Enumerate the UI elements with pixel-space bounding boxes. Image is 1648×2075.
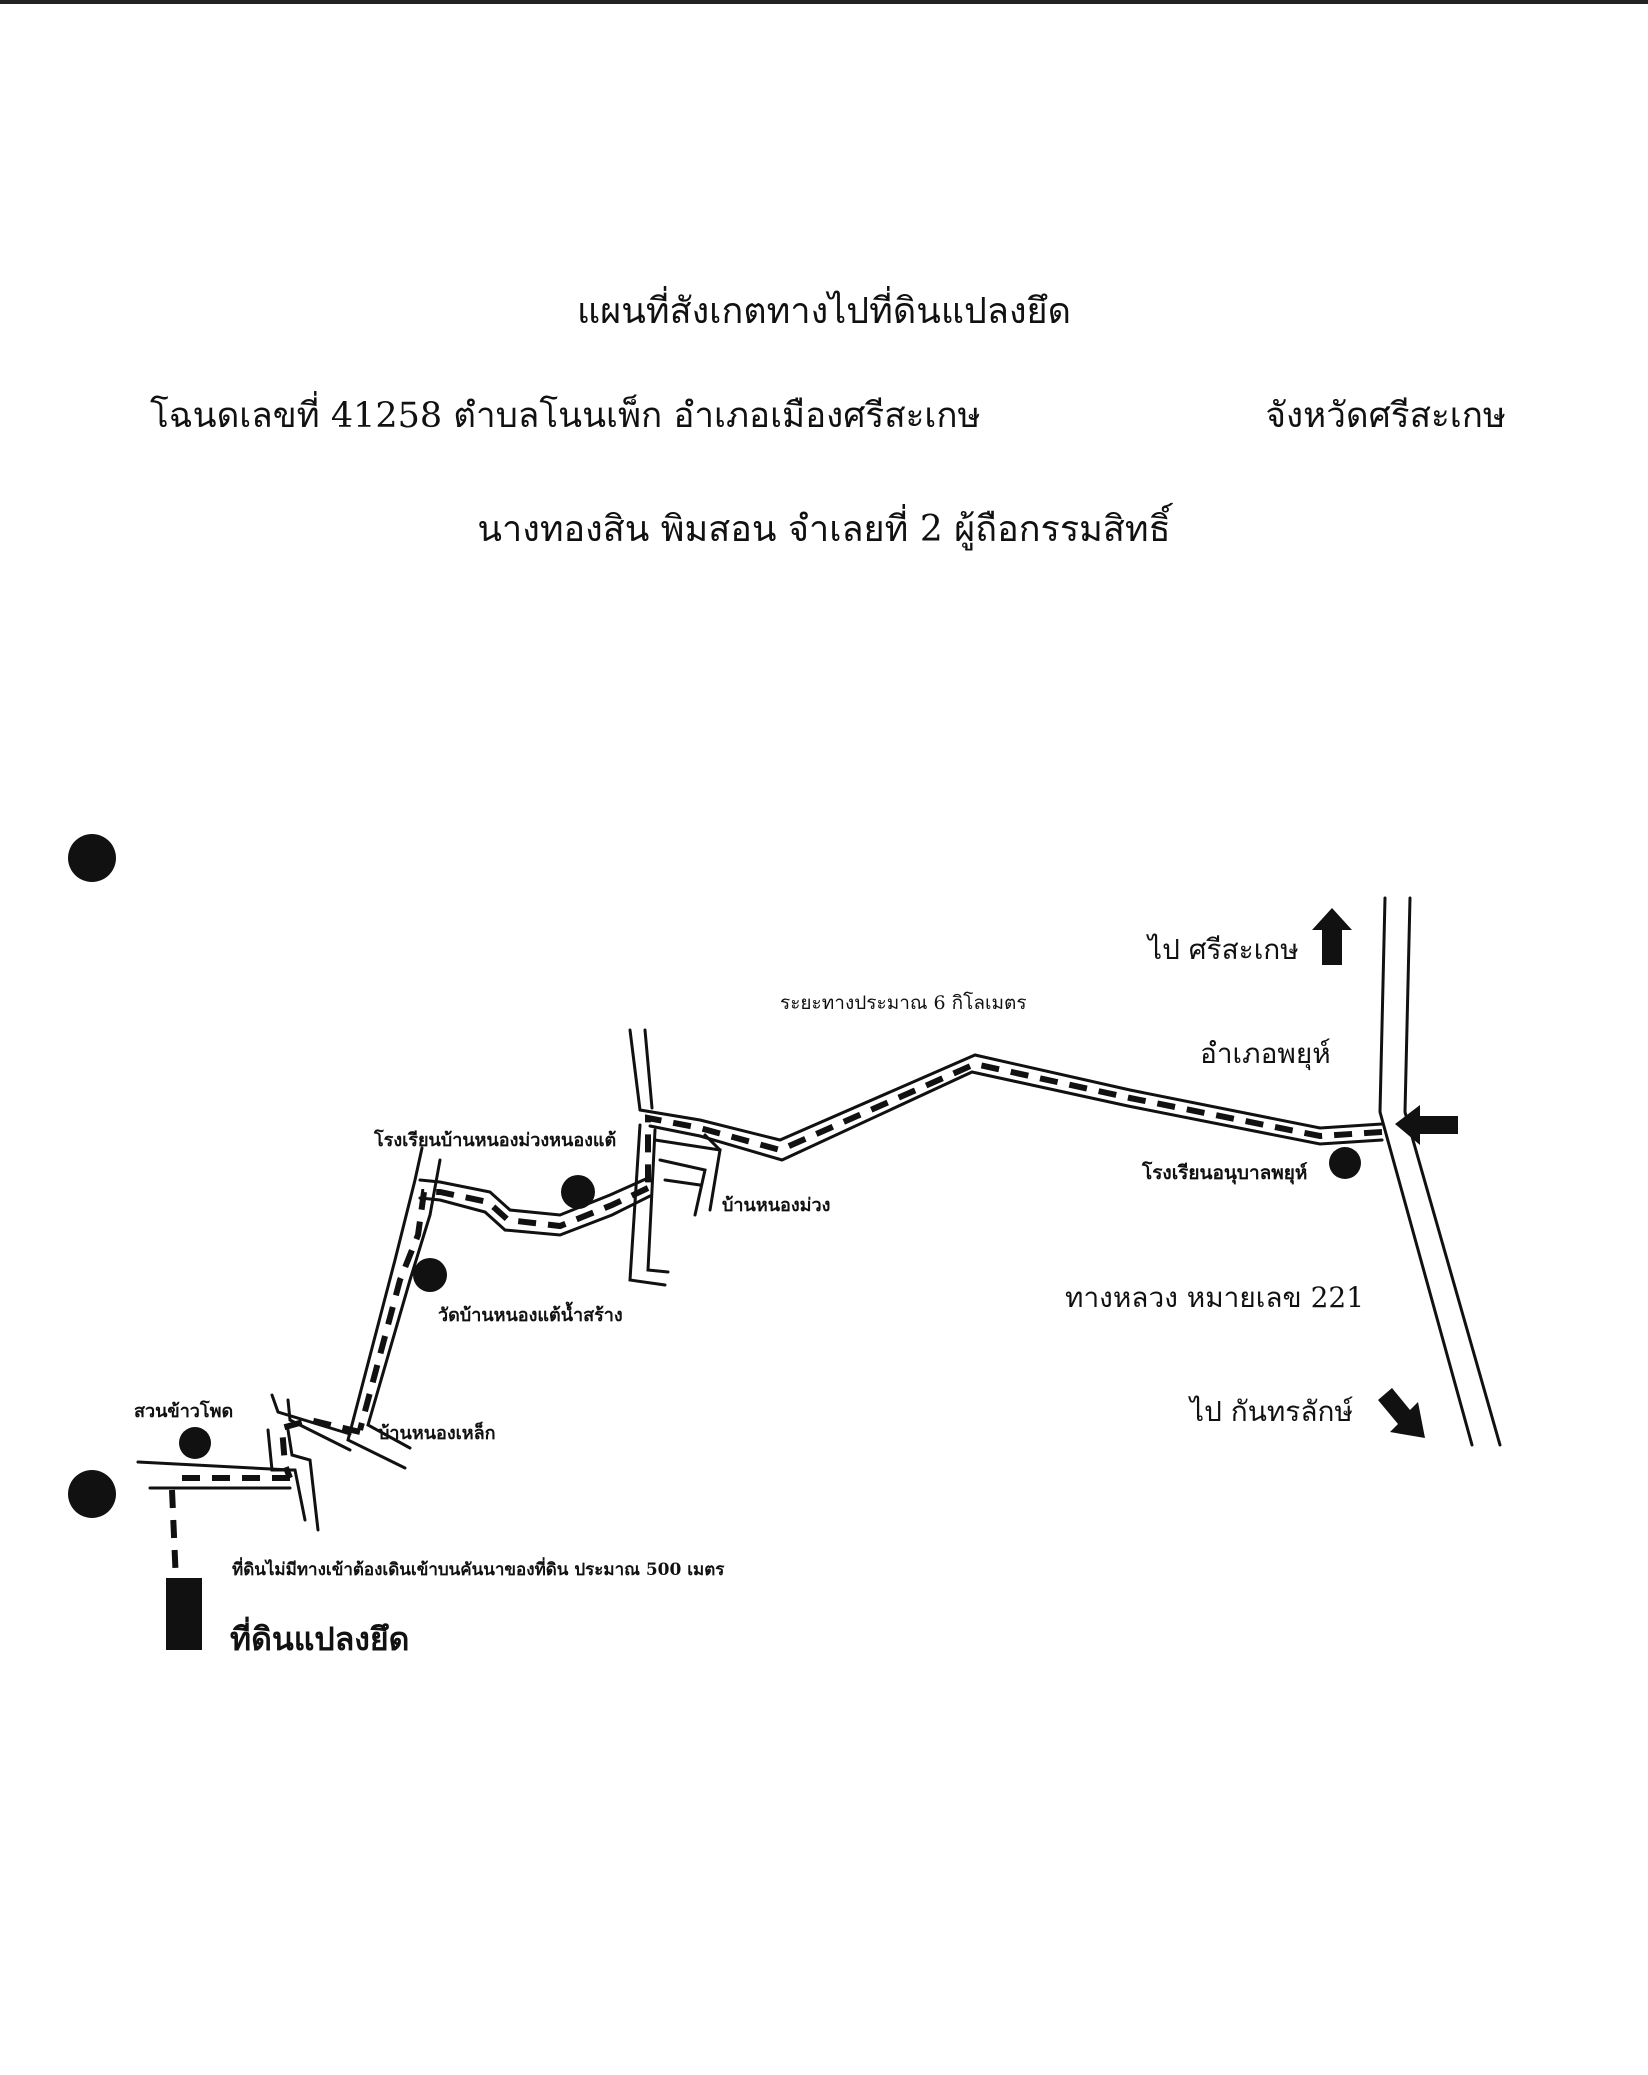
- arrow-up-to-sisaket: [1312, 908, 1352, 965]
- page-top-border: [0, 0, 1648, 4]
- label-amphoe-phayu: อำเภอพยุห์: [1200, 1037, 1331, 1070]
- label-to-sisaket: ไป ศรีสะเกษ: [1148, 933, 1299, 966]
- label-wat-nong-tae: วัดบ้านหนองแต้น้ำสร้าง: [438, 1305, 623, 1326]
- label-ban-nong-lek: บ้านหนองเหล็ก: [378, 1423, 496, 1444]
- punch-hole-bottom: [68, 1470, 116, 1518]
- label-corn-field: สวนข้าวโพด: [134, 1401, 234, 1422]
- label-school-nong-muang: โรงเรียนบ้านหนองม่วงหนองแต้: [374, 1130, 617, 1151]
- label-seized-land: ที่ดินแปลงยึด: [230, 1620, 410, 1658]
- landmark-dot-anuban-phayu: [1329, 1147, 1361, 1179]
- label-highway-221: ทางหลวง หมายเลข 221: [1065, 1281, 1365, 1314]
- corn-field-junction: [136, 1393, 352, 1532]
- owner-line: นางทองสิน พิมสอน จำเลยที่ 2 ผู้ถือกรรมสิ…: [477, 509, 1171, 550]
- label-ban-nong-muang: บ้านหนองม่วง: [722, 1195, 831, 1216]
- arrow-left-at-highway: [1395, 1105, 1458, 1145]
- arrow-down-to-kanthararak: [1378, 1388, 1425, 1438]
- nong-lek-road: [346, 1146, 442, 1470]
- punch-hole-top: [68, 834, 116, 882]
- label-school-anuban-phayu: โรงเรียนอนุบาลพยุห์: [1142, 1162, 1308, 1184]
- landmark-dot-wat-nong-tae: [413, 1258, 447, 1292]
- label-walk-note: ที่ดินไม่มีทางเข้าต้องเดินเข้าบนคันนาของ…: [232, 1560, 725, 1580]
- seized-land-marker: [166, 1578, 202, 1650]
- landmark-dot-corn-field: [179, 1427, 211, 1459]
- label-distance: ระยะทางประมาณ 6 กิโลเมตร: [780, 992, 1027, 1014]
- highway-221-road: [1378, 896, 1502, 1447]
- nong-muang-village-roads: [628, 1028, 722, 1287]
- deed-line-left: โฉนดเลขที่ 41258 ตำบลโนนเพ็ก อำเภอเมืองศ…: [150, 396, 981, 436]
- label-to-kanthararak: ไป กันทรลักษ์: [1190, 1395, 1353, 1428]
- main-road: [638, 1053, 1384, 1162]
- route-dashes: [169, 1060, 1383, 1583]
- landmark-dot-nong-muang-school: [561, 1175, 595, 1209]
- deed-line-right: จังหวัดศรีสะเกษ: [1265, 396, 1506, 436]
- document-title: แผนที่สังเกตทางไปที่ดินแปลงยึด: [576, 291, 1072, 332]
- school-road: [418, 1176, 652, 1237]
